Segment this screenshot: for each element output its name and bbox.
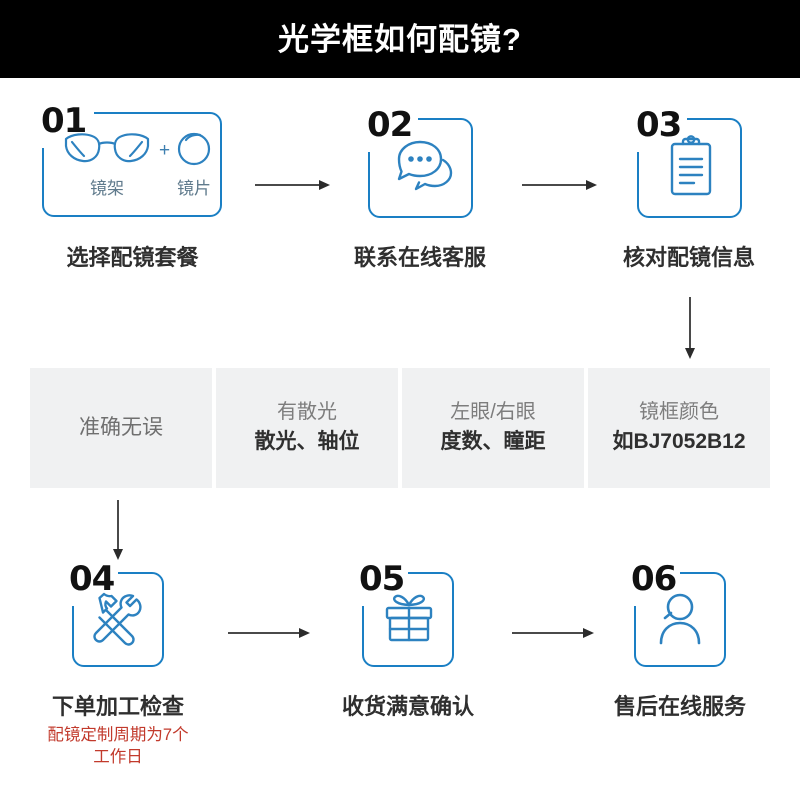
step-01-number: 01 [41, 101, 87, 141]
step-card-03[interactable]: 03 核对配镜信息 [623, 108, 755, 269]
step-04-number: 04 [69, 559, 115, 599]
requirement-panel-3-line1: 左眼/右眼 [450, 401, 536, 424]
arrow-panels-to-step04 [112, 500, 124, 560]
step-card-01[interactable]: 01 镜架 + [36, 102, 222, 269]
step-03-caption: 核对配镜信息 [622, 245, 755, 270]
gift-box-icon [379, 591, 439, 654]
step-06-number: 06 [631, 559, 677, 599]
step-card-06[interactable]: 06 售后在线服务 [614, 562, 746, 718]
step-06-caption: 售后在线服务 [613, 694, 746, 719]
requirement-panel-2-line2: 散光、轴位 [254, 430, 360, 454]
requirement-panel-1-line1: 准确无误 [79, 415, 163, 439]
step-card-04[interactable]: 04 下单加工检查 配镜定制周期为7个 工作日 [47, 562, 189, 766]
step-01-lens-label: 镜片 [177, 179, 211, 198]
arrow-step04-to-step05 [228, 627, 310, 639]
step-01-frame-label: 镜架 [90, 179, 124, 198]
clipboard-checklist-icon [664, 135, 718, 206]
step-05-box-wrap: 05 [356, 562, 454, 667]
step-02-box [368, 118, 473, 218]
step-01-caption: 选择配镜套餐 [66, 245, 199, 270]
requirement-panel-4: 镜框颜色 如BJ7052B12 [588, 368, 770, 488]
step-04-caption: 下单加工检查 [51, 694, 184, 719]
requirement-panel-2-line1: 有散光 [277, 401, 337, 424]
user-person-icon [653, 591, 709, 654]
step-04-note-line2: 工作日 [93, 748, 143, 767]
arrow-step02-to-step03 [522, 179, 597, 191]
arrow-step01-to-step02 [255, 179, 330, 191]
requirement-panel-4-line1: 镜框颜色 [639, 401, 719, 424]
requirement-panel-4-line2: 如BJ7052B12 [612, 430, 746, 454]
chat-bubbles-icon [387, 138, 455, 205]
step-02-number: 02 [367, 105, 413, 145]
arrow-step03-to-panels [684, 297, 696, 359]
step-04-note-line1: 配镜定制周期为7个 [47, 726, 189, 744]
plus-icon: + [159, 140, 171, 161]
step-04-number-notch [66, 562, 118, 606]
step-05-number: 05 [359, 559, 405, 599]
step-card-05[interactable]: 05 收货满意确认 [342, 562, 474, 718]
hammer-wrench-tools-icon [86, 590, 150, 655]
step-04-box-wrap: 04 [66, 562, 164, 667]
step-04-note: 配镜定制周期为7个 工作日 [18, 724, 218, 769]
step-card-02[interactable]: 02 联系在线客服 [354, 108, 486, 269]
step-02-box-wrap: 02 [362, 108, 473, 218]
requirement-panel-3-line2: 度数、瞳距 [440, 430, 546, 454]
glasses-frame-icon [62, 130, 152, 173]
requirement-panel-2: 有散光 散光、轴位 [216, 368, 398, 488]
step-03-number: 03 [636, 105, 682, 145]
step-06-box-wrap: 06 [628, 562, 726, 667]
requirements-panel-row: 准确无误 有散光 散光、轴位 左眼/右眼 度数、瞳距 镜框颜色 如BJ7052B… [30, 368, 770, 488]
lens-circle-icon [174, 128, 214, 173]
step-03-box-wrap: 03 [631, 108, 742, 218]
step-01-box-wrap: 01 镜架 + [36, 102, 222, 217]
requirement-panel-3: 左眼/右眼 度数、瞳距 [402, 368, 584, 488]
page-title: 光学框如何配镜? [278, 21, 522, 57]
step-05-number-notch [356, 562, 408, 606]
arrow-step05-to-step06 [512, 627, 594, 639]
step-02-caption: 联系在线客服 [353, 245, 486, 270]
requirement-panel-1: 准确无误 [30, 368, 212, 488]
page-header: 光学框如何配镜? [0, 0, 800, 78]
step-05-caption: 收货满意确认 [341, 694, 474, 719]
